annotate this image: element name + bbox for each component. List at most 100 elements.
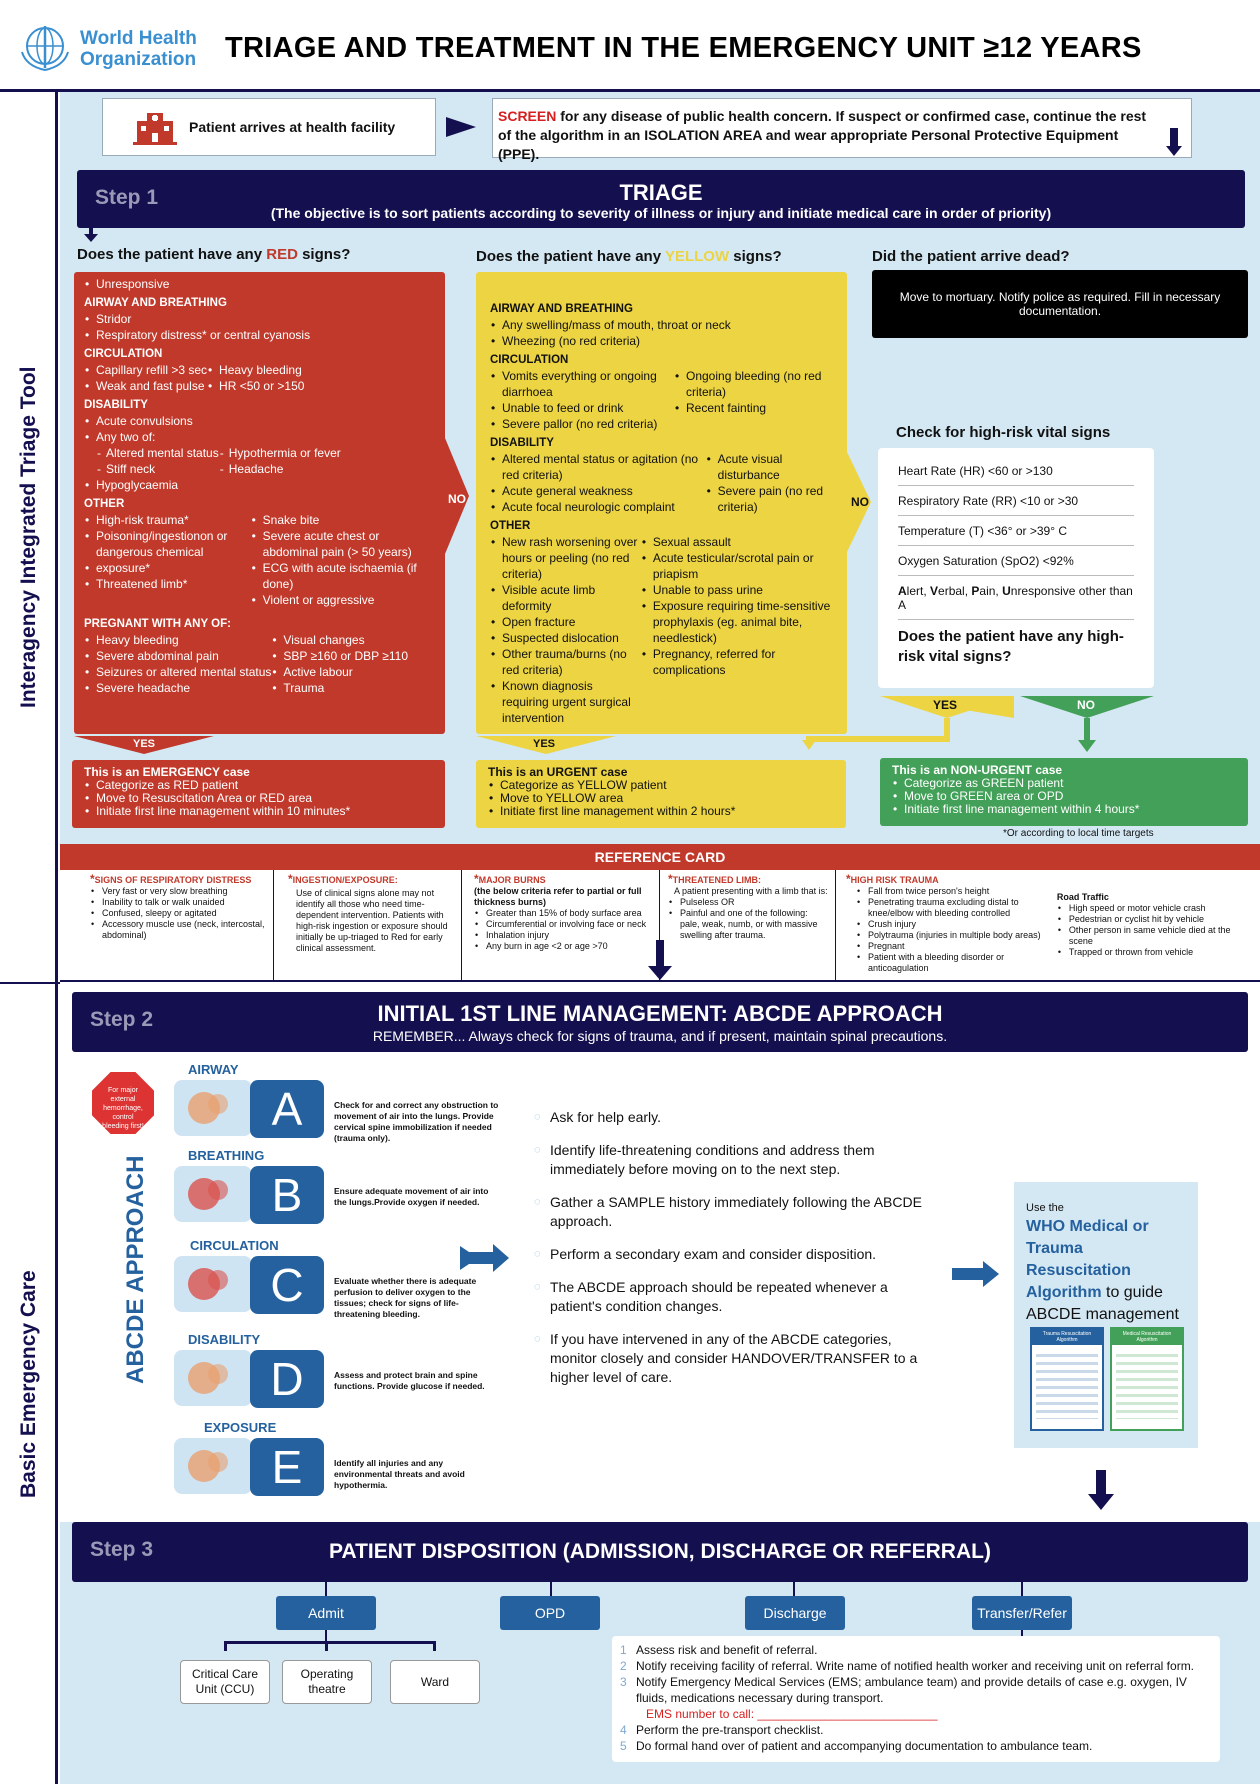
ref-limb: *THREATENED LIMB: A patient presenting w… <box>660 870 836 980</box>
red-preg-left: Heavy bleedingSevere abdominal painSeizu… <box>84 632 271 696</box>
urgent-title: This is an URGENT case <box>488 765 628 779</box>
ccu-box[interactable]: Critical Care Unit (CCU) <box>180 1660 270 1704</box>
vitals-yes-label: YES <box>933 698 958 712</box>
red-sign-item: Trauma <box>271 680 408 696</box>
connector <box>550 1582 552 1596</box>
abcde-point: If you have intervened in any of the ABC… <box>534 1330 934 1387</box>
red-sign-item: Unresponsive <box>84 276 435 292</box>
arrow-down-icon <box>1096 1470 1106 1496</box>
ref-road-heading: Road Traffic <box>1056 892 1109 902</box>
org-name-line2: Organization <box>80 49 197 70</box>
yellow-q-post: signs? <box>729 248 782 265</box>
red-preg-heading: PREGNANT WITH ANY OF: <box>84 618 231 630</box>
ref-item: Polytrauma (injuries in multiple body ar… <box>856 930 1057 941</box>
red-sign-item: Poisoning/ingestionon or dangerous chemi… <box>84 528 251 560</box>
red-signs-panel: Unresponsive AIRWAY AND BREATHING Strido… <box>74 272 445 734</box>
red-dis-heading: DISABILITY <box>84 399 148 411</box>
nonurgent-case-box: This is an NON-URGENT caseCategorize as … <box>880 758 1248 826</box>
ref-item: Trapped or thrown from vehicle <box>1057 947 1254 958</box>
urgent-list: Categorize as YELLOW patientMove to YELL… <box>488 779 834 819</box>
yellow-no-arrow <box>847 452 871 552</box>
nonurgent-list: Categorize as GREEN patientMove to GREEN… <box>892 777 1236 817</box>
page-title: TRIAGE AND TREATMENT IN THE EMERGENCY UN… <box>225 32 1142 64</box>
arrow-down-head <box>648 966 672 980</box>
operating-theatre-box[interactable]: Operating theatre <box>282 1660 372 1704</box>
ward-box[interactable]: Ward <box>390 1660 480 1704</box>
abcde-description-e: Identify all injuries and any environmen… <box>334 1458 465 1490</box>
arrow-down-icon <box>1170 128 1178 148</box>
resuscitation-box: Use the WHO Medical or Trauma Resuscitat… <box>1014 1182 1198 1448</box>
case-item: Initiate first line management within 4 … <box>892 803 1236 817</box>
yellow-dis-left: Altered mental status or agitation (no r… <box>490 451 706 515</box>
yellow-circ-heading: CIRCULATION <box>490 354 569 366</box>
trauma-algorithm-thumbnail[interactable]: Trauma Resuscitation Algorithm <box>1030 1327 1104 1431</box>
ref-item: Pregnant <box>856 941 1057 952</box>
ref-item: High speed or motor vehicle crash <box>1057 903 1254 914</box>
opd-button[interactable]: OPD <box>500 1596 600 1630</box>
referral-step-text: Notify receiving facility of referral. W… <box>636 1659 1195 1673</box>
yellow-sign-item: Severe pallor (no red criteria) <box>490 416 674 432</box>
abcde-letter-e: E <box>250 1438 324 1496</box>
ref-item: Very fast or very slow breathing <box>90 886 267 897</box>
red-no-arrow <box>445 438 469 554</box>
connector <box>325 1630 327 1642</box>
admit-button[interactable]: Admit <box>276 1596 376 1630</box>
red-other-right: Snake biteSevere acute chest or abdomina… <box>251 512 435 608</box>
abcde-letter-b: B <box>250 1166 324 1224</box>
red-sign-item: Hypothermia or fever <box>219 445 341 461</box>
red-yes-label: YES <box>133 738 156 750</box>
yellow-sign-item: New rash worsening over hours or peeling… <box>490 534 641 582</box>
red-sign-item: SBP ≥160 or DBP ≥110 <box>271 648 408 664</box>
discharge-button[interactable]: Discharge <box>745 1596 845 1630</box>
red-sign-item: Altered mental status <box>96 445 219 461</box>
abcde-title-b: BREATHING <box>188 1148 265 1163</box>
arrow-down-icon <box>89 228 93 236</box>
ref-limb-title: THREATENED LIMB: <box>672 875 761 885</box>
red-sign-item: Snake bite <box>251 512 435 528</box>
yellow-other-right: Sexual assaultAcute testicular/scrotal p… <box>641 534 833 726</box>
red-dis-list: Acute convulsionsAny two of: <box>84 413 435 445</box>
yellow-sign-item: Unable to feed or drink <box>490 400 674 416</box>
ref-burns: *MAJOR BURNS (the below criteria refer t… <box>462 870 660 980</box>
vitals-no-label: NO <box>1077 698 1095 712</box>
red-sign-item: Severe acute chest or abdominal pain (> … <box>251 528 435 560</box>
case-item: Initiate first line management within 2 … <box>488 805 834 819</box>
anatomy-icon <box>188 1092 228 1124</box>
red-top-list: Unresponsive <box>84 276 435 292</box>
emergency-title: This is an EMERGENCY case <box>84 765 250 779</box>
case-item: Move to GREEN area or OPD <box>892 790 1236 804</box>
red-airway-list: StridorRespiratory distress* or central … <box>84 311 435 343</box>
connector <box>325 1582 327 1596</box>
abcde-vertical-label: ABCDE APPROACH <box>122 1155 149 1385</box>
referral-step-number: 5 <box>620 1739 627 1753</box>
transfer-refer-button[interactable]: Transfer/Refer <box>972 1596 1072 1630</box>
abcde-point: Identify life-threatening conditions and… <box>534 1141 934 1179</box>
green-arrow-head <box>1078 740 1096 752</box>
mortuary-box: Move to mortuary. Notify police as requi… <box>872 270 1248 338</box>
ref-item: Fall from twice person's height <box>856 886 1057 897</box>
yellow-signs-panel: AIRWAY AND BREATHING Any swelling/mass o… <box>476 272 847 734</box>
use-the-text: Use the <box>1026 1202 1064 1214</box>
algorithm-link[interactable]: WHO Medical or Trauma Resuscitation Algo… <box>1026 1218 1149 1301</box>
arrow-down-icon <box>656 940 664 968</box>
ems-number-field[interactable]: EMS number to call: ____________________… <box>646 1707 938 1721</box>
case-item: Categorize as RED patient <box>84 779 433 793</box>
connector <box>1021 1582 1023 1596</box>
thumb1-title: Trauma Resuscitation Algorithm <box>1032 1329 1102 1345</box>
time-footnote: *Or according to local time targets <box>1003 828 1154 839</box>
red-circ-list-left: Capillary refill >3 secWeak and fast pul… <box>84 362 207 394</box>
reference-card-title: REFERENCE CARD <box>60 844 1260 870</box>
connector <box>325 1641 328 1651</box>
yellow-sign-item: Acute testicular/scrotal pain or priapis… <box>641 550 833 582</box>
red-dis-sub-left: Altered mental statusStiff neck <box>96 445 219 477</box>
referral-step-number: 4 <box>620 1723 627 1737</box>
red-circ-list-right: Heavy bleedingHR <50 or >150 <box>207 362 304 394</box>
ref-ingest-title: INGESTION/EXPOSURE: <box>292 875 398 885</box>
case-item: Initiate first line management within 10… <box>84 805 433 819</box>
medical-algorithm-thumbnail[interactable]: Medical Resuscitation Algorithm <box>1110 1327 1184 1431</box>
yellow-sign-item: Open fracture <box>490 614 641 630</box>
screen-text: for any disease of public health concern… <box>498 108 1147 162</box>
